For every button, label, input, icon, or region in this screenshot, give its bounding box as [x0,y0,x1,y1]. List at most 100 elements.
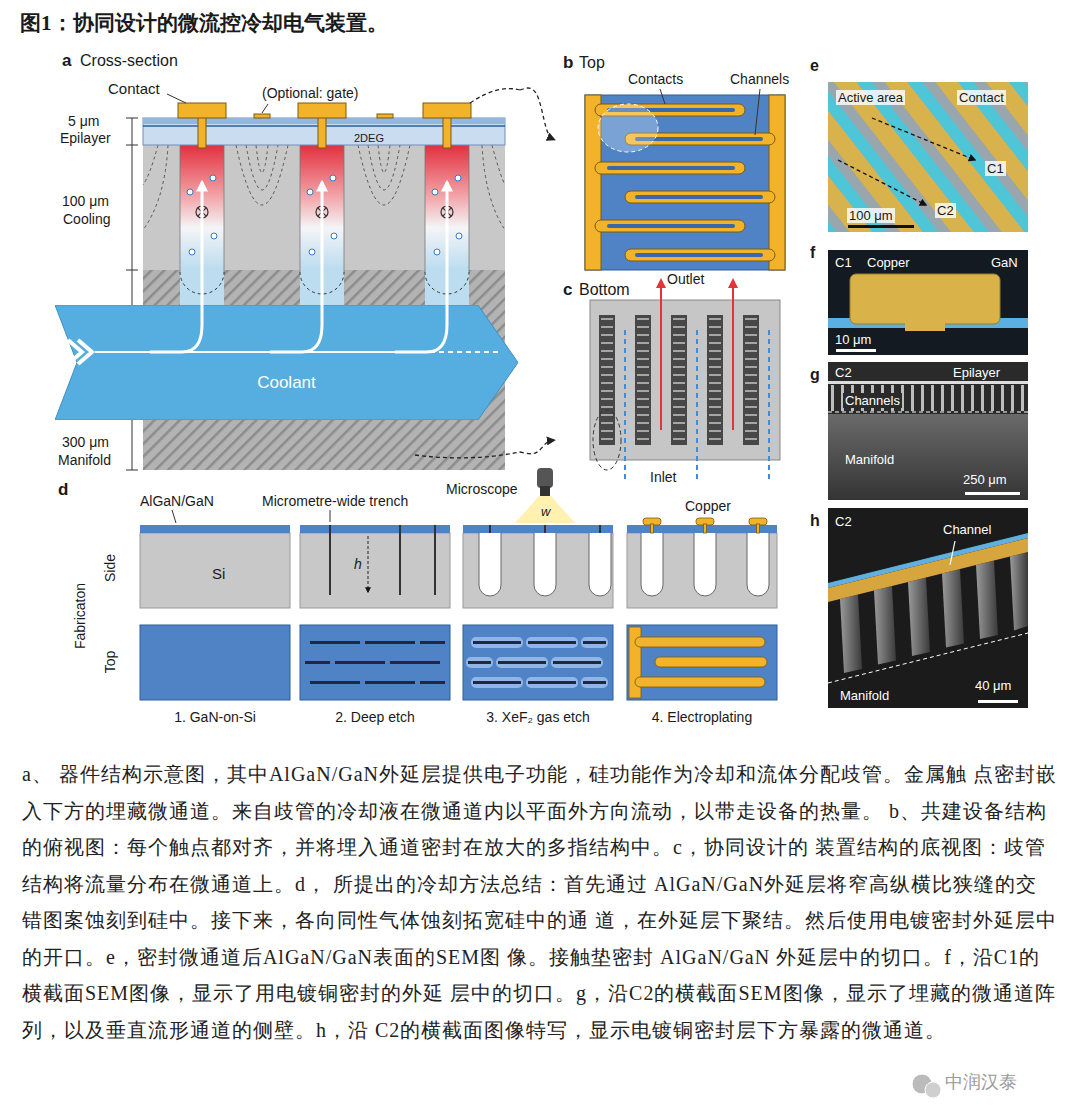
material-label: Si [212,565,225,582]
micro-channel [469,145,470,272]
layer-label: Manifold [58,452,111,468]
dimension-label: 300 μm [62,434,109,450]
bubble [330,175,336,181]
image-label: C2 [835,514,852,529]
micro-channel [425,145,426,272]
sem-image-e [904,82,1028,229]
fabrication-steps [489,525,491,533]
flow-label: Coolant [257,373,316,392]
layer-label: 2DEG [352,132,386,144]
metal-contact [298,103,346,118]
step-label: 2. Deep etch [335,709,414,725]
image-label: e [810,57,819,74]
image-label: 250 μm [963,472,1007,487]
fabrication-steps [627,625,777,700]
step-label-slot: 3. XeF₂ gas etch [463,708,613,726]
bottom-view [671,315,687,445]
sem-panel: fC1CopperGaN10 μm [805,240,1030,358]
label-slot: Cooling [63,210,110,228]
metal-contact [254,114,270,118]
fabrication-steps [140,533,290,608]
coolant-flow-arrow [150,182,202,352]
bubble [432,189,438,195]
label-slot: 5 μm [68,112,99,130]
band-shape [55,305,518,420]
image-label: GaN [991,255,1018,270]
connector-group [520,88,555,454]
image-label-slot: C2 [835,512,852,530]
part-label: (Optional: gate) [262,85,359,101]
image-label-slot: Manifold [845,450,894,468]
leader-line [262,104,268,113]
sem-image-h [840,595,862,674]
label-slot: Top [101,651,119,674]
fabrication-steps [635,677,765,687]
label-slot: Contact [108,80,160,98]
coolant-flow-arrow [68,182,500,364]
cross-section-body [368,145,400,190]
cross-section-body [246,145,278,190]
part-label: Micrometre-wide trench [262,493,408,509]
sem-image-g [828,412,1028,413]
figure-caption: a、 器件结构示意图，其中AlGaN/GaN外延层提供电子功能，硅功能作为冷却和… [22,763,1057,1041]
bottom-view [707,315,723,445]
micro-channel [224,145,225,272]
fabrication-steps [479,533,501,596]
fabrication-steps [463,525,613,533]
label-slot: 100 μm [62,192,109,210]
leader-line [167,94,186,103]
bottom-view [768,330,770,482]
label-slot: Channels [730,70,789,88]
sem-image-e [828,82,1028,232]
dimension-label: h [354,556,362,572]
fabrication-steps [310,641,360,644]
fabrication-steps [589,533,611,596]
label-slot: Copper [685,497,731,515]
image-label-slot: Copper [867,253,910,271]
fabrication-steps [540,486,550,496]
panel-heading: c [563,280,572,299]
label-slot: Micrometre-wide trench [262,492,408,510]
image-label-slot: C2 [835,363,852,381]
bottom-view [624,330,626,482]
top-view [598,104,658,152]
bottom-view [732,280,734,430]
label-slot: h [354,555,362,573]
fabrication-steps [655,657,767,667]
part-label: Contacts [628,71,683,87]
sem-image-h [828,633,1028,683]
top-view [585,95,785,270]
image-label-slot: g [810,366,820,384]
fabrication-steps [635,637,765,647]
top-view [660,89,760,135]
fabrication-steps [473,681,521,684]
fabrication-steps [651,524,654,533]
sem-image-g [828,414,1028,500]
fabrication-steps [534,533,556,596]
fabrication-steps [694,533,716,596]
fabrication-steps [641,533,663,596]
panel-heading-slot: d [58,480,68,500]
fabrication-steps [399,525,401,595]
fabrication-steps [463,533,613,608]
sem-image-e [683,0,1080,401]
bubble [455,175,461,181]
sem-image-g [965,492,1020,495]
fabrication-steps [489,525,601,533]
fabrication-steps [140,625,290,700]
step-label-slot: 1. GaN-on-Si [140,708,290,726]
fabrication-steps [468,661,491,664]
panel-heading-slot: Cross-section [80,52,178,70]
metal-contact [318,116,326,148]
part-label: Microscope [446,481,518,497]
micro-channel [180,145,469,306]
image-label-slot: Channels [843,391,902,409]
flow-label: Outlet [667,271,704,287]
sem-image-f [850,274,1000,324]
sem-image-h [828,533,1028,588]
micro-channel [344,145,345,272]
fabrication-steps [526,677,578,688]
watermark-icon [912,1074,941,1098]
top-view [769,95,785,270]
coolant-flow-arrow [78,340,92,364]
